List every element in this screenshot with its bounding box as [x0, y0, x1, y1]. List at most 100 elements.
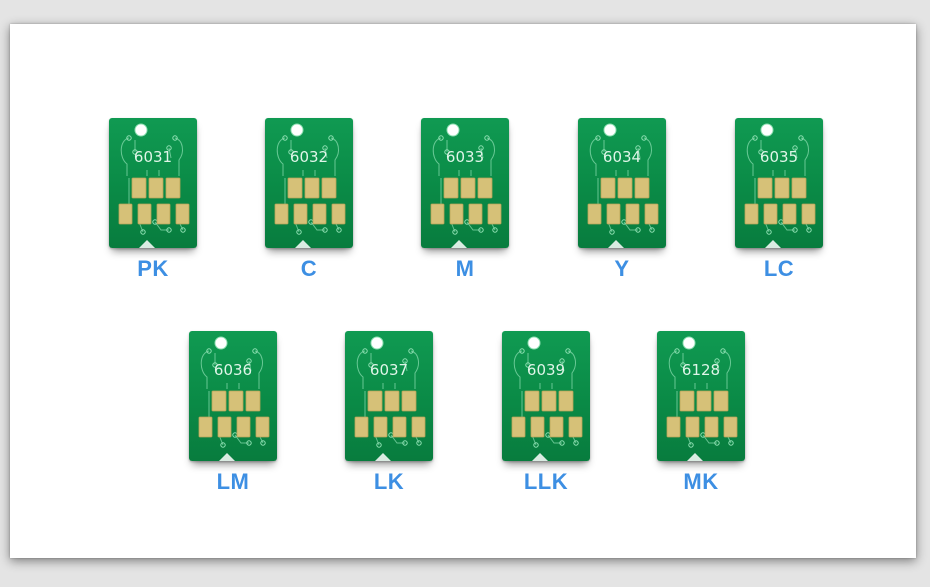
contact-pad — [449, 203, 464, 225]
chip-board: 6031 — [109, 118, 197, 248]
contact-pad — [782, 203, 797, 225]
chip-circuit: 6036 — [198, 336, 270, 461]
contact-pad — [211, 390, 227, 412]
contact-pad — [331, 203, 346, 225]
via — [792, 145, 798, 151]
contact-pad — [644, 203, 659, 225]
via — [525, 362, 531, 368]
chip-circuit: 6034 — [587, 123, 659, 248]
contact-pad — [568, 416, 583, 438]
contact-pad — [685, 416, 700, 438]
via — [492, 227, 498, 233]
via — [635, 227, 641, 233]
via — [336, 227, 342, 233]
via — [444, 149, 450, 155]
contact-pad — [373, 416, 388, 438]
via — [728, 440, 734, 446]
chip-label: C — [300, 256, 318, 281]
via — [140, 229, 146, 235]
circuit-trace — [800, 137, 809, 176]
via — [478, 227, 484, 233]
chip-code: 6039 — [527, 361, 565, 379]
contact-pad — [312, 203, 327, 225]
circuit-trace — [276, 137, 286, 176]
contact-pad — [511, 416, 526, 438]
via — [533, 442, 539, 448]
via — [674, 348, 680, 354]
via — [641, 135, 647, 141]
chip-item-llk: 6039 LLK — [501, 331, 591, 511]
circuit-trace — [174, 137, 183, 176]
contact-pad — [274, 203, 289, 225]
chip-item-c: 6032 C — [264, 118, 354, 298]
contact-pad — [401, 390, 417, 412]
circuit-trace — [486, 137, 495, 176]
via — [714, 358, 720, 364]
chip-item-m: 6033 M — [420, 118, 510, 298]
chip-item-lk: 6037 LK — [344, 331, 434, 511]
circuit-trace — [200, 350, 210, 389]
circuit-trace — [120, 137, 130, 176]
via — [322, 227, 328, 233]
chip-board: 6128 — [657, 331, 745, 461]
via — [478, 145, 484, 151]
via — [601, 149, 607, 155]
mounting-hole — [214, 336, 228, 350]
via — [376, 442, 382, 448]
contact-pad — [549, 416, 564, 438]
chip-notch — [375, 453, 391, 461]
chip-item-lm: 6036 LM — [188, 331, 278, 511]
via — [246, 440, 252, 446]
contact-pad — [634, 177, 650, 199]
chip-code: 6036 — [214, 361, 252, 379]
chip-item-y: 6034 Y — [577, 118, 667, 298]
contact-pad — [774, 177, 790, 199]
via — [720, 348, 726, 354]
via — [180, 227, 186, 233]
chip-label: M — [455, 256, 475, 281]
via — [452, 229, 458, 235]
chip-code: 6035 — [760, 148, 798, 166]
chip-board: 6039 — [502, 331, 590, 461]
via — [798, 135, 804, 141]
circuit-trace — [356, 350, 366, 389]
contact-pad — [468, 203, 483, 225]
contact-pad — [217, 416, 232, 438]
via — [282, 135, 288, 141]
chip-label: LC — [763, 256, 795, 281]
via — [792, 227, 798, 233]
circuit-trace — [168, 147, 172, 159]
contact-pad — [392, 416, 407, 438]
circuit-trace — [637, 147, 641, 159]
contact-pad — [287, 177, 303, 199]
contact-pad — [744, 203, 759, 225]
via — [559, 440, 565, 446]
circuit-trace — [248, 360, 252, 372]
chip-label: LK — [373, 469, 405, 494]
circuit-trace — [716, 360, 720, 372]
chip-code: 6034 — [603, 148, 641, 166]
chip-circuit: 6037 — [354, 336, 426, 461]
via — [806, 227, 812, 233]
contact-pad — [411, 416, 426, 438]
contact-pad — [530, 416, 545, 438]
via — [368, 362, 374, 368]
contact-pad — [791, 177, 807, 199]
via — [649, 227, 655, 233]
via — [246, 358, 252, 364]
via — [296, 229, 302, 235]
circuit-trace — [722, 350, 731, 389]
contact-pad — [384, 390, 400, 412]
chip-label: LLK — [523, 469, 569, 494]
mounting-hole — [290, 123, 304, 137]
contact-pad — [606, 203, 621, 225]
contact-pad — [293, 203, 308, 225]
mounting-hole — [446, 123, 460, 137]
chip-circuit: 6039 — [511, 336, 583, 461]
via — [714, 440, 720, 446]
via — [438, 135, 444, 141]
circuit-trace — [410, 350, 419, 389]
mounting-hole — [134, 123, 148, 137]
contact-pad — [321, 177, 337, 199]
chip-notch — [608, 240, 624, 248]
